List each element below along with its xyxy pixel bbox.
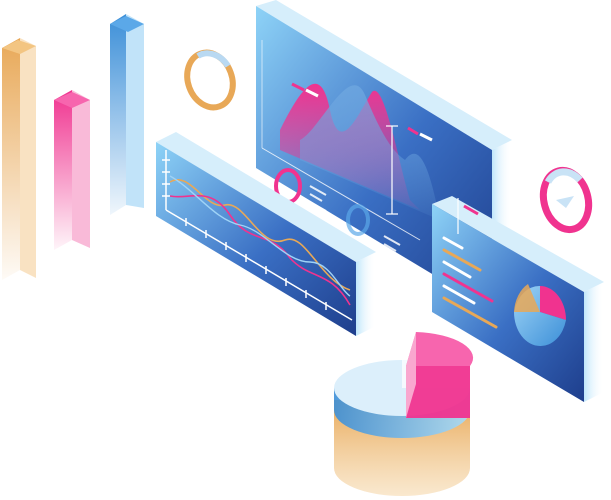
bar-3d-orange <box>2 38 36 280</box>
donut-chart-icon <box>539 166 593 234</box>
bar-3d-pink <box>54 90 90 250</box>
ring-chart-icon <box>184 49 236 111</box>
pie-slice-orange <box>514 284 540 312</box>
line-series-orange <box>169 179 351 291</box>
bar-3d-blue <box>110 14 144 215</box>
pie-3d-icon <box>334 332 474 496</box>
line-series-blue <box>169 175 351 297</box>
envelope-icon <box>556 196 574 208</box>
pie-slice-pink <box>540 286 566 320</box>
pie-chart-panel <box>432 196 604 402</box>
line-chart-panel <box>156 132 376 336</box>
legend-markers <box>291 82 433 142</box>
line-series-pink <box>169 194 351 306</box>
area-series-blue <box>300 85 440 220</box>
pie-3d-raised-slice <box>406 366 470 418</box>
